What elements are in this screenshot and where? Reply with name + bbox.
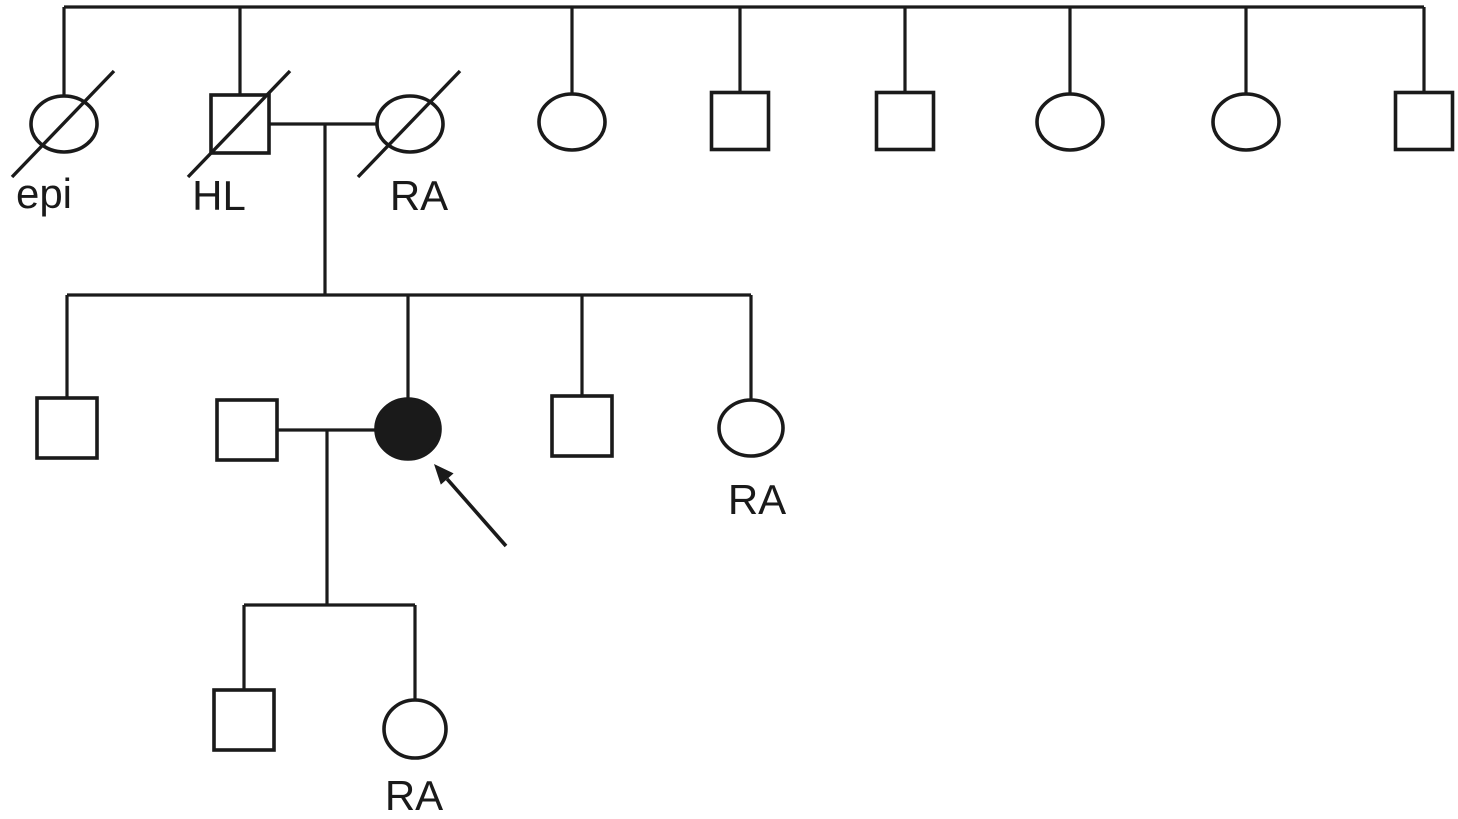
deceased-slash-I-1 [10, 69, 116, 179]
individual-I-9-male-square-symbol [1393, 90, 1455, 152]
individual-I-4-female-circle-symbol [537, 92, 607, 152]
individual-I-6-male-square-symbol [874, 90, 936, 152]
phenotype-label-III-2: RA [385, 772, 443, 819]
phenotype-label-I-3: RA [390, 172, 448, 219]
deceased-slash-I-3 [356, 69, 462, 179]
individual-III-1-male-square-symbol [212, 688, 276, 752]
proband-arrow-head-icon [434, 464, 454, 485]
individual-I-7-female-circle-symbol [1035, 92, 1105, 152]
proband-arrow-shaft [445, 477, 508, 548]
individual-II-5-female-circle-symbol [717, 398, 785, 458]
individual-I-5-male-square-symbol [709, 90, 771, 152]
individual-III-2-female-circle-symbol [382, 698, 448, 760]
phenotype-label-I-2: HL [192, 172, 246, 219]
deceased-slash-I-2 [186, 69, 292, 179]
individual-II-3-female-circle-symbol [374, 397, 442, 461]
individual-I-8-female-circle-symbol [1211, 92, 1281, 152]
individual-II-4-male-square-symbol [550, 394, 614, 458]
individual-II-1-male-square-symbol [35, 396, 99, 460]
phenotype-label-II-5: RA [728, 476, 786, 523]
phenotype-label-I-1: epi [16, 170, 72, 217]
individual-II-2-male-square-symbol [215, 398, 279, 462]
